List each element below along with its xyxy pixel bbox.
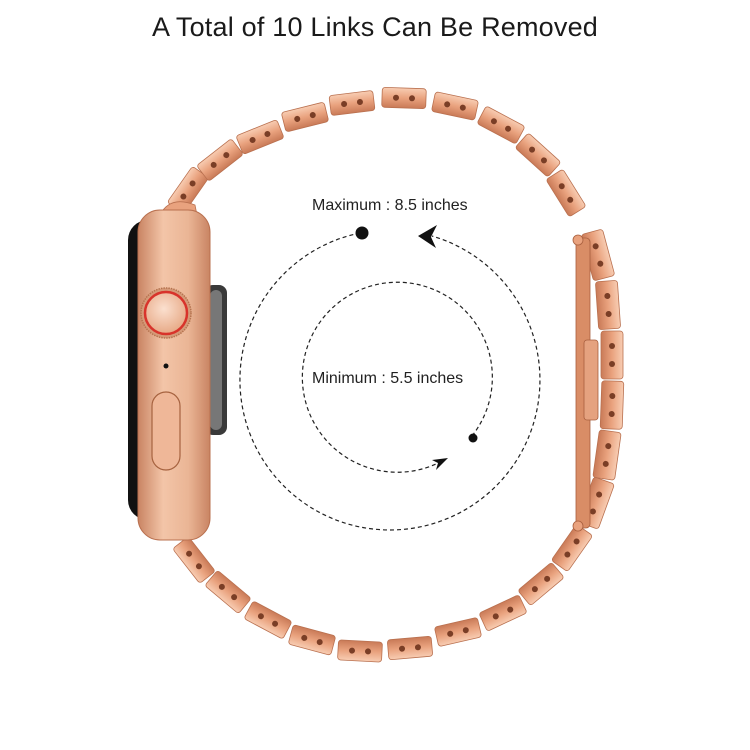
minimum-size-label: Minimum : 5.5 inches [312,370,464,387]
microphone-dot [163,363,169,369]
butterfly-clasp [572,234,599,532]
min-start-dot [468,433,478,443]
size-diagram [239,232,541,531]
band-links [167,86,625,663]
max-start-dot [355,226,369,240]
maximum-size-label: Maximum : 8.5 inches [312,197,468,214]
page-title: A Total of 10 Links Can Be Removed [151,12,599,42]
digital-crown-icon [143,290,189,336]
max-circumference-line [239,232,541,531]
min-circumference-line [301,281,493,473]
watch-case [128,201,227,541]
side-button-icon [151,391,181,471]
min-arrow-icon [432,458,448,470]
max-arrow-icon [418,225,437,248]
